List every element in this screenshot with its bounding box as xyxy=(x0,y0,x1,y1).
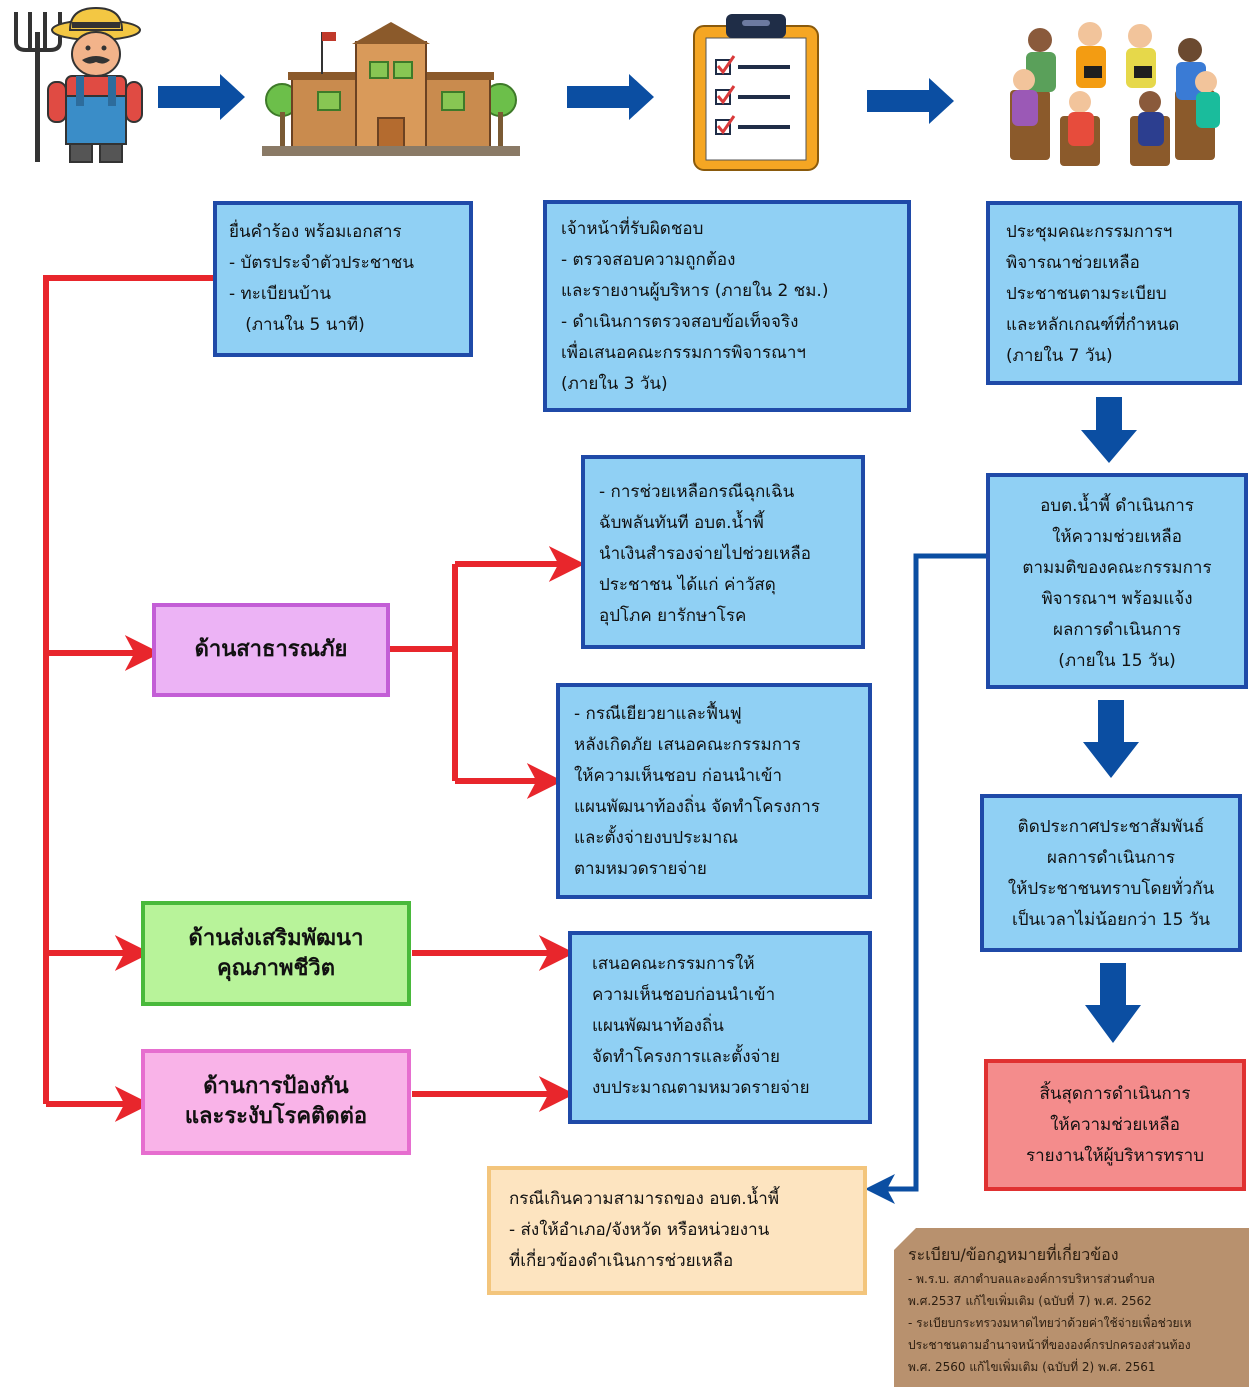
text-line: (ภายใน 7 วัน) xyxy=(1006,346,1113,366)
committee-meeting-box: ประชุมคณะกรรมการฯ พิจารณาช่วยเหลือ ประชา… xyxy=(986,201,1242,385)
blue-connector-referral xyxy=(864,553,986,1204)
text-line: อบต.น้ำพี้ ดำเนินการ xyxy=(1040,496,1194,516)
arrow-office-to-checklist xyxy=(567,74,654,120)
category-disaster-box: ด้านสาธารณภัย xyxy=(152,603,390,697)
text-line: แผนพัฒนาท้องถิ่น xyxy=(592,1016,724,1036)
announce-results-box: ติดประกาศประชาสัมพันธ์ ผลการดำเนินการ ให… xyxy=(980,794,1242,952)
text-line: - การช่วยเหลือกรณีฉุกเฉิน xyxy=(599,482,795,502)
referral-box: กรณีเกินความสามารถของ อบต.น้ำพี้ - ส่งให… xyxy=(487,1166,867,1295)
propose-committee-box: เสนอคณะกรรมการให้ ความเห็นชอบก่อนนำเข้า … xyxy=(568,931,872,1124)
arrow-announce-to-end xyxy=(1085,963,1141,1043)
text-line: งบประมาณตามหมวดรายจ่าย xyxy=(592,1078,810,1098)
text-line: ด้านการป้องกัน xyxy=(203,1074,349,1099)
legal-title: ระเบียบ/ข้อกฎหมายที่เกี่ยวข้อง xyxy=(908,1245,1119,1264)
text-line: ด้านส่งเสริมพัฒนา xyxy=(188,925,364,951)
text-line: ให้ประชาชนทราบโดยทั่วกัน xyxy=(1007,879,1215,899)
text-line: เจ้าหน้าที่รับผิดชอบ xyxy=(561,219,704,239)
text-line: เพื่อเสนอคณะกรรมการพิจารณาฯ xyxy=(561,343,806,363)
legal-references-box: ระเบียบ/ข้อกฎหมายที่เกี่ยวข้อง - พ.ร.บ. … xyxy=(894,1228,1249,1387)
text-line: พิจารณาฯ พร้อมแจ้ง xyxy=(1041,589,1193,609)
text-line: ประชุมคณะกรรมการฯ xyxy=(1006,222,1173,242)
text-line: ด้านสาธารณภัย xyxy=(194,637,348,662)
text-line: - ดำเนินการตรวจสอบข้อเท็จจริง xyxy=(561,312,799,332)
arrow-execute-to-announce xyxy=(1083,700,1139,778)
text-line: (ภายใน 15 วัน) xyxy=(1058,651,1176,671)
text-line: คุณภาพชีวิต xyxy=(216,955,336,981)
execute-aid-box: อบต.น้ำพี้ ดำเนินการ ให้ความช่วยเหลือ ตา… xyxy=(986,473,1248,689)
text-line: อุปโภค ยารักษาโรค xyxy=(599,606,747,626)
text-line: - ทะเบียนบ้าน xyxy=(229,284,332,304)
text-line: และหลักเกณฑ์ที่กำหนด xyxy=(1006,315,1180,335)
submit-request-box: ยื่นคำร้อง พร้อมเอกสาร - บัตรประจำตัวประ… xyxy=(213,201,473,357)
text-line: ให้ความช่วยเหลือ xyxy=(1052,527,1182,547)
text-line: นำเงินสำรองจ่ายไปช่วยเหลือ xyxy=(599,544,811,564)
committee-meeting-icon xyxy=(1010,22,1220,166)
text-line: หลังเกิดภัย เสนอคณะกรรมการ xyxy=(574,735,801,755)
text-line: ที่เกี่ยวข้องดำเนินการช่วยเหลือ xyxy=(509,1251,734,1271)
category-quality-of-life-box: ด้านส่งเสริมพัฒนา คุณภาพชีวิต xyxy=(141,901,411,1006)
text-line: เสนอคณะกรรมการให้ xyxy=(592,954,755,974)
text-line: พิจารณาช่วยเหลือ xyxy=(1006,253,1140,273)
clipboard-checklist-icon xyxy=(693,14,819,171)
arrow-checklist-to-meeting xyxy=(867,78,954,124)
text-line: แผนพัฒนาท้องถิ่น จัดทำโครงการ xyxy=(574,797,820,817)
text-line: และระงับโรคติดต่อ xyxy=(184,1104,368,1129)
text-line: ให้ความช่วยเหลือ xyxy=(1050,1115,1180,1135)
text-line: ตามหมวดรายจ่าย xyxy=(574,859,707,879)
legal-item: พ.ศ.2537 แก้ไขเพิ่มเติม (ฉบับที่ 7) พ.ศ.… xyxy=(908,1294,1152,1308)
arrow-committee-to-execute xyxy=(1081,397,1137,463)
text-line: ประชาชนตามระเบียบ xyxy=(1006,284,1167,304)
rehabilitation-box: - กรณีเยียวยาและฟื้นฟู หลังเกิดภัย เสนอค… xyxy=(556,683,872,899)
government-office-icon xyxy=(262,22,520,156)
text-line: ประชาชน ได้แก่ ค่าวัสดุ xyxy=(599,575,776,595)
text-line: และรายงานผู้บริหาร (ภายใน 2 ชม.) xyxy=(561,281,829,301)
red-connector-trunk xyxy=(43,275,213,1104)
text-line: (ภายใน 3 วัน) xyxy=(561,374,668,394)
legal-item: - พ.ร.บ. สภาตำบลและองค์การบริหารส่วนตำบล xyxy=(908,1272,1155,1286)
text-line: (ภานใน 5 นาที) xyxy=(229,315,365,335)
text-line: เป็นเวลาไม่น้อยกว่า 15 วัน xyxy=(1011,910,1211,930)
text-line: กรณีเกินความสามารถของ อบต.น้ำพี้ xyxy=(509,1189,780,1209)
category-disease-prevention-box: ด้านการป้องกัน และระงับโรคติดต่อ xyxy=(141,1049,411,1155)
text-line: ผลการดำเนินการ xyxy=(1053,620,1181,640)
text-line: ความเห็นชอบก่อนนำเข้า xyxy=(592,985,776,1005)
officer-review-box: เจ้าหน้าที่รับผิดชอบ - ตรวจสอบความถูกต้อ… xyxy=(543,200,911,412)
text-line: ยื่นคำร้อง พร้อมเอกสาร xyxy=(229,222,402,242)
text-line: ฉับพลันทันที อบต.น้ำพี้ xyxy=(599,513,764,533)
text-line: ติดประกาศประชาสัมพันธ์ xyxy=(1017,817,1205,837)
text-line: - บัตรประจำตัวประชาชน xyxy=(229,253,414,273)
text-line: ให้ความเห็นชอบ ก่อนนำเข้า xyxy=(574,766,783,786)
text-line: - กรณีเยียวยาและฟื้นฟู xyxy=(574,704,742,724)
end-process-box: สิ้นสุดการดำเนินการ ให้ความช่วยเหลือ ราย… xyxy=(984,1059,1246,1191)
text-line: - ส่งให้อำเภอ/จังหวัด หรือหน่วยงาน xyxy=(509,1220,770,1240)
text-line: ตามมติของคณะกรรมการ xyxy=(1022,558,1212,578)
legal-item: พ.ศ. 2560 แก้ไขเพิ่มเติม (ฉบับที่ 2) พ.ศ… xyxy=(908,1360,1156,1374)
text-line: สิ้นสุดการดำเนินการ xyxy=(1039,1084,1191,1104)
legal-item: - ระเบียบกระทรวงมหาดไทยว่าด้วยค่าใช้จ่าย… xyxy=(908,1316,1192,1330)
text-line: จัดทำโครงการและตั้งจ่าย xyxy=(592,1047,780,1067)
text-line: - ตรวจสอบความถูกต้อง xyxy=(561,250,736,270)
text-line: ผลการดำเนินการ xyxy=(1047,848,1175,868)
farmer-icon xyxy=(14,6,143,163)
arrow-farmer-to-office xyxy=(158,74,245,120)
emergency-aid-box: - การช่วยเหลือกรณีฉุกเฉิน ฉับพลันทันที อ… xyxy=(581,455,865,649)
text-line: และตั้งจ่ายงบประมาณ xyxy=(574,828,738,848)
legal-item: ประชาชนตามอำนาจหน้าที่ขององค์กรปกครองส่ว… xyxy=(908,1338,1191,1352)
text-line: รายงานให้ผู้บริหารทราบ xyxy=(1025,1146,1205,1166)
